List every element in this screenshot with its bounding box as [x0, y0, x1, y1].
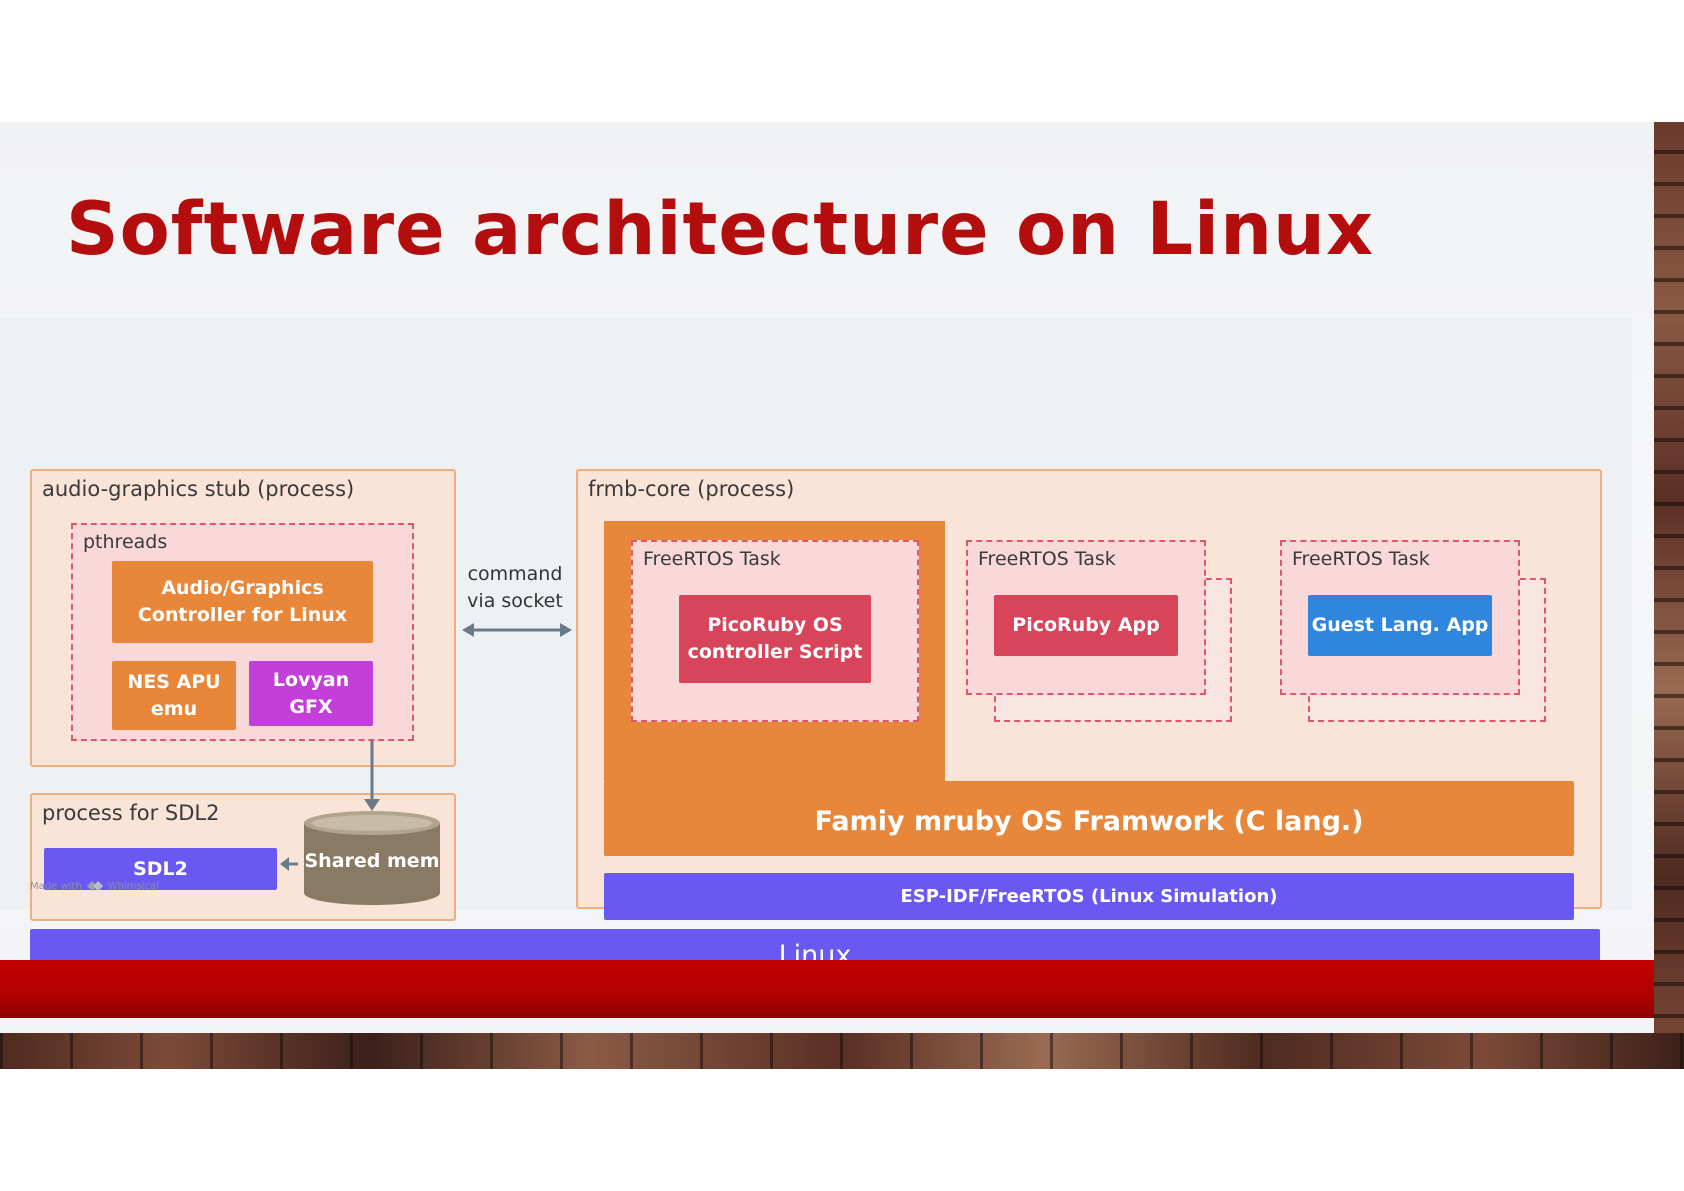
arrowhead-left: [280, 857, 289, 871]
audio-graphics-controller: Audio/Graphics Controller for Linux: [112, 561, 373, 643]
arrowhead-down: [364, 799, 380, 811]
brick-wall-right: [1652, 122, 1684, 1067]
freertos-task-label: FreeRTOS Task: [643, 548, 781, 570]
picoruby-app: PicoRuby App: [994, 595, 1178, 656]
framework-block: Famiy mruby OS Framwork (C lang.): [604, 781, 1574, 856]
freertos-task-label: FreeRTOS Task: [978, 548, 1116, 570]
pthreads-label: pthreads: [83, 531, 168, 553]
diagram-connectors: [280, 623, 572, 905]
arrowhead-left-socket: [462, 623, 474, 637]
brick-wall-bottom: [0, 1033, 1684, 1069]
picoruby-os-controller-script: PicoRuby OS controller Script: [679, 595, 871, 683]
whimsical-logo-icon: [86, 881, 103, 891]
slide-title: Software architecture on Linux: [66, 187, 1375, 272]
made-with-text: Made with: [30, 880, 82, 892]
shared-mem-cylinder: [304, 811, 440, 905]
guest-lang-app: Guest Lang. App: [1308, 595, 1492, 656]
made-with-whimsical: Made with Whimsical: [30, 880, 159, 892]
lovyan-gfx: Lovyan GFX: [249, 661, 373, 726]
whimsical-brand-text: Whimsical: [107, 880, 159, 892]
frmb-core-process-label: frmb-core (process): [588, 477, 795, 501]
command-via-socket-label: command via socket: [467, 563, 563, 612]
nes-apu-emu: NES APU emu: [112, 661, 236, 730]
footer-red-band: [0, 960, 1654, 1018]
esp-idf-freertos-block: ESP-IDF/FreeRTOS (Linux Simulation): [604, 873, 1574, 920]
arrowhead-right-socket: [560, 623, 572, 637]
slide: Software architecture on Linux audio-gra…: [0, 122, 1654, 1033]
shared-mem-label: Shared mem: [304, 850, 440, 872]
freertos-task-label: FreeRTOS Task: [1292, 548, 1430, 570]
audio-graphics-process-label: audio-graphics stub (process): [42, 477, 355, 501]
sdl2-process-label: process for SDL2: [42, 801, 220, 825]
sdl2-block: SDL2: [44, 848, 277, 890]
architecture-diagram: audio-graphics stub (process) pthreads A…: [0, 317, 1632, 982]
